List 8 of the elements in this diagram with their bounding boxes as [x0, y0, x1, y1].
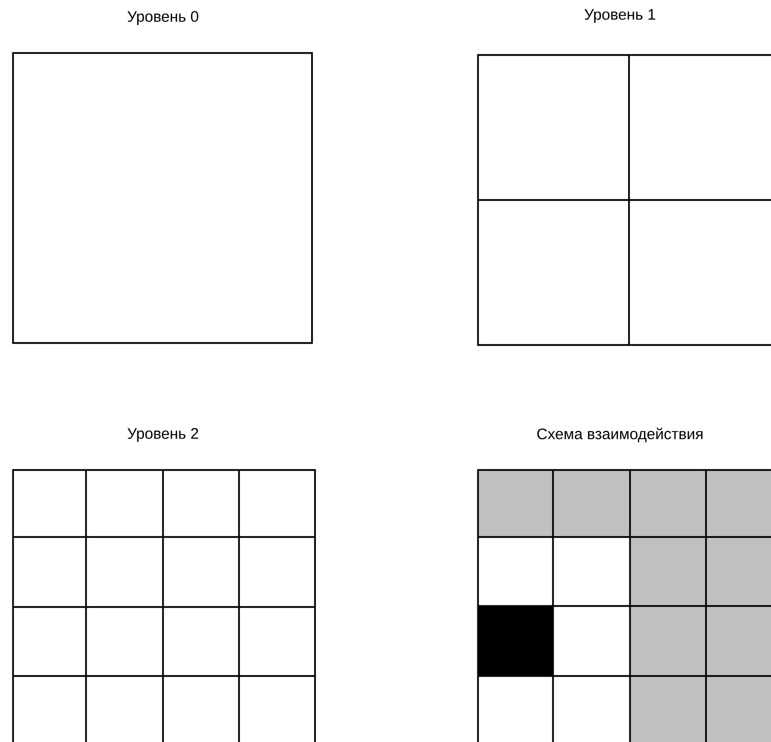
grid-panel: Схема взаимодействия — [477, 428, 771, 742]
node-label: Уровень 2 — [128, 428, 198, 442]
grid-panel: Уровень 0 — [12, 11, 313, 344]
node-label: Схема взаимодействия — [537, 428, 702, 442]
grid-panel: Уровень 1 — [477, 9, 771, 346]
grid-panel: Уровень 2 — [12, 428, 316, 742]
node-label: Уровень 1 — [584, 9, 656, 23]
node-label: Уровень 0 — [128, 11, 198, 25]
